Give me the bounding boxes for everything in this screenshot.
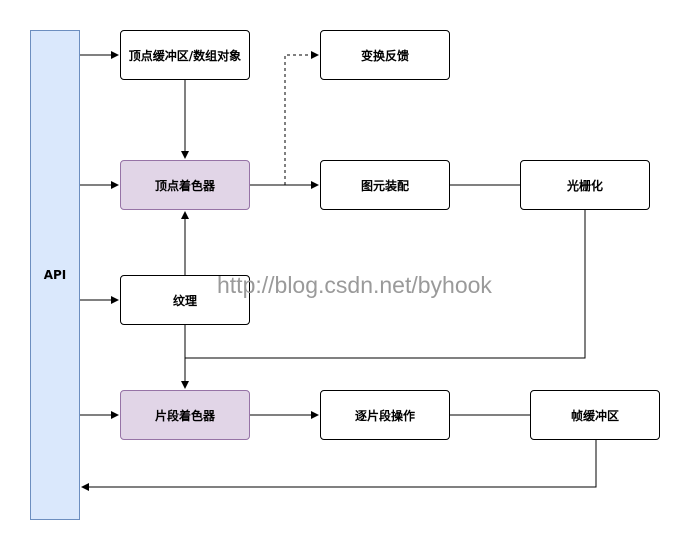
vertex-shader-label: 顶点着色器 [154, 178, 215, 193]
edge-framebuffer-api [81, 440, 597, 491]
transform-feedback-node: 变换反馈 [320, 30, 450, 80]
fragment-shader-label: 片段着色器 [154, 408, 215, 423]
rasterization-node: 光栅化 [520, 160, 650, 210]
texture-node: 纹理 [120, 275, 250, 325]
api-bar: API [30, 30, 80, 520]
rasterization-label: 光栅化 [566, 178, 603, 193]
vertex-buffer-label: 顶点缓冲区/数组对象 [128, 48, 242, 63]
vertex-buffer-node: 顶点缓冲区/数组对象 [120, 30, 250, 80]
per-fragment-ops-label: 逐片段操作 [354, 408, 415, 423]
texture-label: 纹理 [172, 293, 197, 308]
edge-rasterization-fragment-shader [185, 210, 586, 359]
primitive-assembly-label: 图元装配 [360, 178, 409, 193]
api-label: API [43, 268, 67, 282]
per-fragment-ops-node: 逐片段操作 [320, 390, 450, 440]
watermark-text: http://blog.csdn.net/byhook [217, 272, 492, 298]
vertex-shader-node: 顶点着色器 [120, 160, 250, 210]
framebuffer-node: 帧缓冲区 [530, 390, 660, 440]
transform-feedback-label: 变换反馈 [360, 48, 409, 63]
framebuffer-label: 帧缓冲区 [570, 408, 619, 423]
fragment-shader-node: 片段着色器 [120, 390, 250, 440]
edge-vertex-shader-transform-feedback [284, 51, 319, 185]
primitive-assembly-node: 图元装配 [320, 160, 450, 210]
